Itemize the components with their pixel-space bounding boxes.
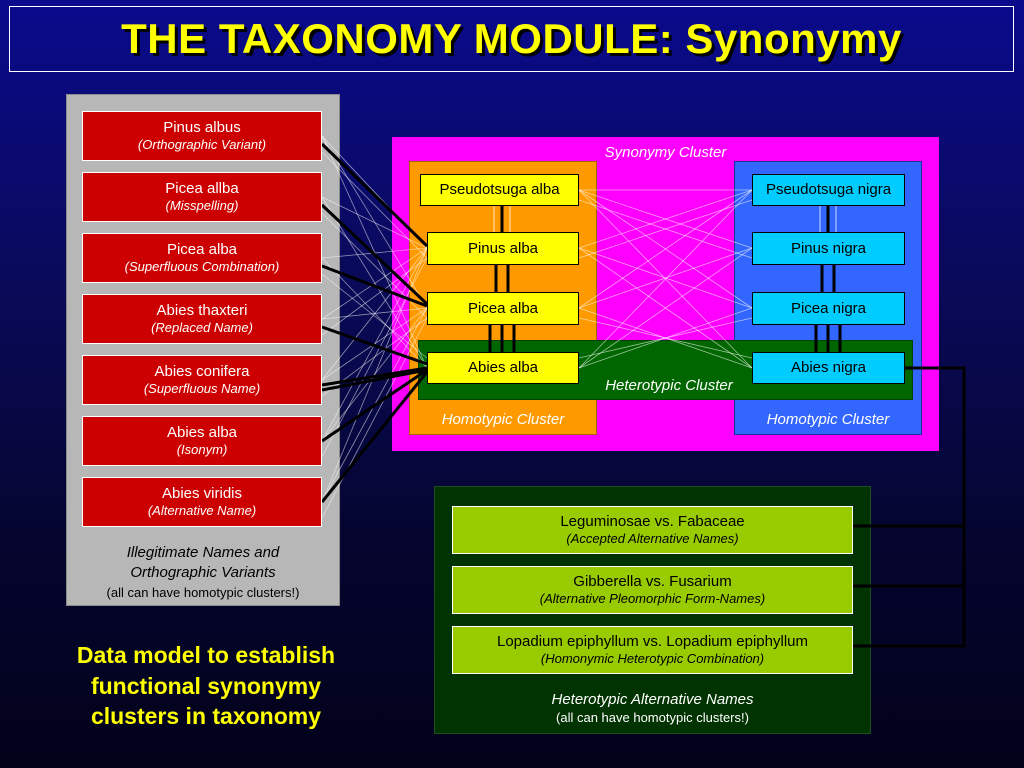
alternative-name-box[interactable]: Gibberella vs. Fusarium (Alternative Ple… <box>452 566 853 614</box>
name-type-text: (Orthographic Variant) <box>137 137 267 153</box>
name-type-text: (Homonymic Heterotypic Combination) <box>540 651 765 667</box>
caption-line: Orthographic Variants <box>130 564 276 582</box>
nigra-name-box[interactable]: Pinus nigra <box>752 232 905 265</box>
illegitimate-name-box[interactable]: Abies viridis (Alternative Name) <box>82 477 322 527</box>
name-type-text: (Replaced Name) <box>151 320 253 336</box>
alba-name-box[interactable]: Pseudotsuga alba <box>420 174 579 206</box>
illegitimate-panel-caption: Illegitimate Names and Orthographic Vari… <box>66 543 340 601</box>
name-text: Leguminosae vs. Fabaceae <box>560 513 745 531</box>
name-type-text: (Superfluous Name) <box>143 381 261 397</box>
alba-name-box[interactable]: Pinus alba <box>427 232 579 265</box>
illegitimate-link-lines <box>320 142 429 503</box>
homotypic-thin-lines <box>493 206 837 232</box>
name-text: Picea allba <box>165 180 239 198</box>
alba-name-box[interactable]: Abies alba <box>427 352 579 384</box>
name-text: Gibberella vs. Fusarium <box>573 573 732 591</box>
illegitimate-name-box[interactable]: Abies alba (Isonym) <box>82 416 322 466</box>
summary-text: Data model to establish functional synon… <box>48 640 364 732</box>
name-text: Abies thaxteri <box>156 302 248 320</box>
heterotypic-cluster-label: Heterotypic Cluster <box>605 377 733 394</box>
name-type-text: (Misspelling) <box>165 198 239 214</box>
page-title: THE TAXONOMY MODULE: Synonymy <box>121 15 902 62</box>
name-type-text: (Superfluous Combination) <box>124 259 280 275</box>
summary-line: Data model to establish <box>76 642 336 668</box>
name-type-text: (Isonym) <box>176 442 228 458</box>
name-text: Abies viridis <box>161 485 243 503</box>
alternative-name-box[interactable]: Leguminosae vs. Fabaceae (Accepted Alter… <box>452 506 853 554</box>
synonymy-cluster-label: Synonymy Cluster <box>604 144 727 161</box>
name-text: Picea alba <box>166 241 238 259</box>
nigra-name-box[interactable]: Picea nigra <box>752 292 905 325</box>
name-text: Lopadium epiphyllum vs. Lopadium epiphyl… <box>496 633 808 651</box>
caption-note: (all can have homotypic clusters!) <box>556 709 749 725</box>
nigra-name-box[interactable]: Pseudotsuga nigra <box>752 174 905 206</box>
illegitimate-name-box[interactable]: Pinus albus (Orthographic Variant) <box>82 111 322 161</box>
illegitimate-name-box[interactable]: Abies thaxteri (Replaced Name) <box>82 294 322 344</box>
name-type-text: (Accepted Alternative Names) <box>566 531 739 547</box>
caption-line: Heterotypic Alternative Names <box>551 691 754 708</box>
caption-line: Illegitimate Names and <box>126 544 280 561</box>
name-text: Abies alba <box>166 424 238 442</box>
cross-cluster-lines <box>578 189 753 369</box>
name-type-text: (Alternative Name) <box>147 503 257 519</box>
alternative-name-box[interactable]: Lopadium epiphyllum vs. Lopadium epiphyl… <box>452 626 853 674</box>
homotypic-cluster-left-label: Homotypic Cluster <box>441 411 565 428</box>
nigra-name-box[interactable]: Abies nigra <box>752 352 905 384</box>
illegitimate-name-box[interactable]: Picea allba (Misspelling) <box>82 172 322 222</box>
name-text: Pinus albus <box>163 119 241 137</box>
homotypic-cluster-right-label: Homotypic Cluster <box>766 411 890 428</box>
alternative-panel-caption: Heterotypic Alternative Names (all can h… <box>434 691 871 726</box>
illegitimate-name-box[interactable]: Picea alba (Superfluous Combination) <box>82 233 322 283</box>
illegitimate-name-box[interactable]: Abies conifera (Superfluous Name) <box>82 355 322 405</box>
summary-line: functional synonymy <box>90 672 322 699</box>
summary-line: clusters in taxonomy <box>90 703 322 730</box>
title-box: THE TAXONOMY MODULE: Synonymy <box>9 6 1014 72</box>
name-text: Abies conifera <box>154 363 250 381</box>
homotypic-thick-lines <box>488 206 842 352</box>
fan-lines <box>321 135 428 519</box>
alba-name-box[interactable]: Picea alba <box>427 292 579 325</box>
caption-note: (all can have homotypic clusters!) <box>106 584 300 600</box>
alternative-link-bracket <box>853 366 966 648</box>
name-type-text: (Alternative Pleomorphic Form-Names) <box>539 591 766 607</box>
